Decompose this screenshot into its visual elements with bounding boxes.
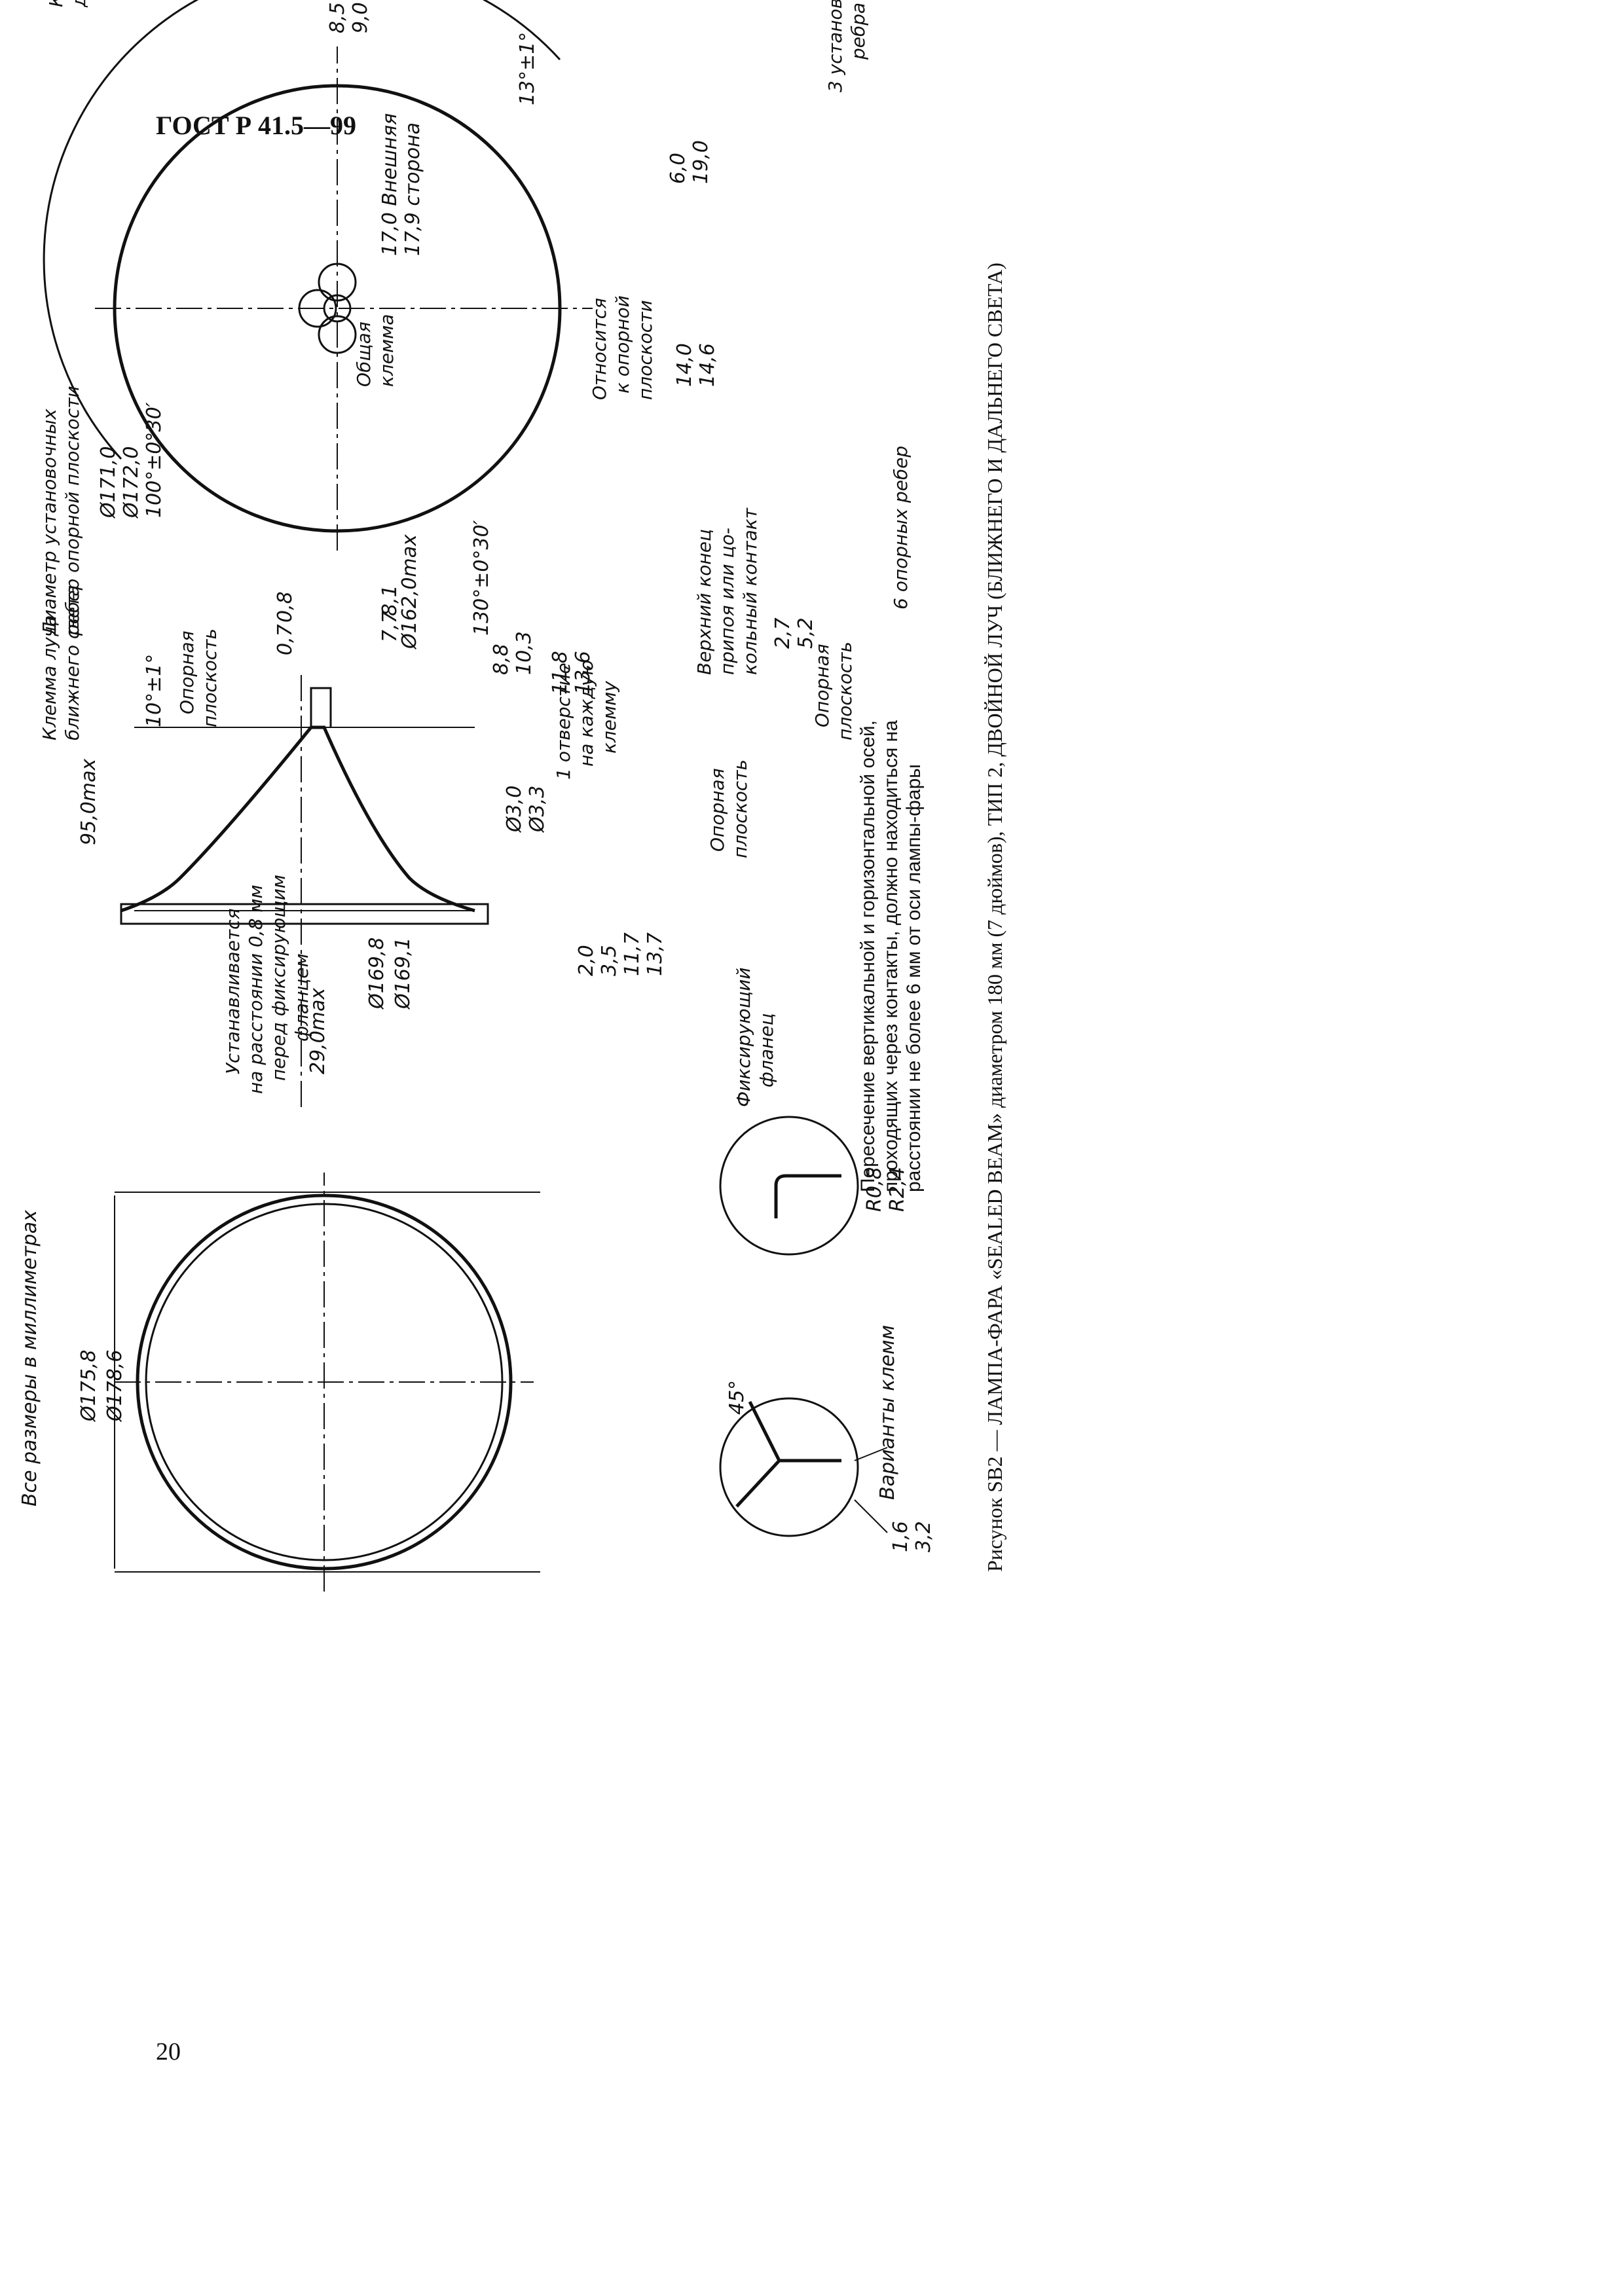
angle-100: 100°±0°30′	[143, 402, 166, 518]
hole-note-1: 1 отверстие	[553, 663, 574, 780]
dim-d3-0: Ø3,0	[503, 786, 526, 833]
angle-45: 45°	[726, 1380, 748, 1415]
install-note-1: Устанавливается	[222, 909, 244, 1074]
ref-plane-rear-1: Опорная	[176, 630, 198, 714]
hole-note-2: на каждую	[576, 660, 597, 767]
dim-0-7: 0,7	[274, 624, 297, 655]
dim-17-0: 17,0 Внешняя	[378, 113, 401, 256]
dim-d169-1: Ø169,1	[392, 938, 415, 1011]
dim-17-9: 17,9 сторона	[401, 122, 424, 256]
dim-d171: Ø171,0	[97, 446, 120, 520]
high-beam-2: дальнего света	[68, 0, 90, 8]
ref-plane-rib-2: плоскость	[834, 642, 856, 740]
note-line-1: Пересечение вертикальной и горизонтально…	[857, 720, 879, 1192]
dim-8-1: 8,1	[378, 585, 401, 616]
angle-13: 13°±1°	[516, 32, 539, 105]
top-end-3: кольный контакт	[739, 507, 761, 675]
dim-95-max: 95,0max	[77, 759, 100, 845]
dim-6-0: 6,0	[667, 153, 690, 184]
dim-r0-8: R0,8	[863, 1167, 886, 1212]
angle-10: 10°±1°	[143, 654, 166, 727]
fix-flange-2: фланец	[756, 1013, 777, 1087]
diam-ribs-1: Диаметр установочных	[39, 409, 60, 637]
low-beam-1: Клемма луча	[39, 615, 60, 740]
dim-d172: Ø172,0	[120, 446, 143, 520]
top-end-1: Верхний конец	[693, 529, 715, 675]
three-ribs-1: 3 установочных	[824, 0, 846, 92]
dim-8-8: 8,8	[490, 644, 513, 675]
dim-d178: Ø178,6	[103, 1350, 126, 1423]
common-terminal-1: Общая	[353, 321, 375, 387]
dim-13-7: 13,7	[644, 932, 667, 976]
rel-note-1: Относится	[589, 298, 610, 400]
dim-2-7: 2,7	[771, 617, 794, 649]
low-beam-2: ближнего света	[62, 585, 83, 740]
top-end-2: припоя или цо-	[716, 528, 738, 675]
document-code: ГОСТ Р 41.5—99	[156, 111, 357, 140]
note-line-3: расстоянии не более 6 мм от оси лампы-фа…	[903, 764, 925, 1192]
side-view: 95,0max 29,0max Ø169,8 Ø169,1 Устанавлив…	[77, 507, 777, 1107]
dim-8-5: 8,5 Внешняя	[326, 0, 349, 33]
dim-14-6: 14,6	[696, 343, 719, 387]
drawing-rotated-group: Ø175,8 Ø178,6 Все размеры в миллиметрах …	[18, 0, 1006, 1592]
fix-flange-1: Фиксирующий	[733, 968, 754, 1108]
dim-1-6: 1,6	[889, 1521, 912, 1552]
dim-3-2: 3,2	[912, 1521, 935, 1552]
three-ribs-2: ребра	[847, 3, 869, 60]
dim-d162: Ø162,0max	[398, 534, 421, 650]
rel-note-2: к опорной	[612, 295, 633, 393]
dim-d3-3: Ø3,3	[526, 786, 549, 833]
ref-plane-side-2: плоскость	[729, 759, 751, 858]
ref-plane-rear-2: плоскость	[199, 629, 221, 727]
ref-plane-side-1: Опорная	[707, 768, 728, 852]
dim-29-max: 29,0max	[306, 988, 329, 1074]
all-dims-label: Все размеры в миллиметрах	[18, 1210, 41, 1506]
terminal-variants-label: Варианты клемм	[876, 1325, 899, 1500]
install-note-3: перед фиксирующим	[268, 875, 289, 1081]
six-ribs: 6 опорных ребер	[890, 446, 912, 610]
dim-19-0: 19,0	[690, 140, 712, 184]
ref-plane-rib-1: Опорная	[811, 644, 833, 727]
terminal-variants: 45° 1,6 3,2 Варианты клемм R0,8 R2,4	[719, 1116, 935, 1552]
high-beam-1: Клемма луча	[45, 0, 67, 7]
dim-d169-8: Ø169,8	[365, 938, 388, 1011]
dim-5-2: 5,2	[794, 617, 817, 649]
rear-view: Ø171,0 Ø172,0 100°±0°30′ 10°±1° Ø162,0ma…	[39, 0, 912, 740]
dim-11-7: 11,7	[621, 932, 644, 976]
note-line-2: проходящих через контакты, должно находи…	[880, 720, 902, 1192]
figure-caption: Рисунок SB2 — ЛАМПА-ФАРА «SEALED BEAM» д…	[983, 263, 1006, 1572]
diam-ribs-2: ребер опорной плоскости	[62, 386, 83, 636]
dim-d175: Ø175,8	[77, 1350, 100, 1423]
dim-7-7: 7,7	[378, 611, 401, 642]
dim-0-8: 0,8	[274, 591, 297, 623]
dim-14-0: 14,0	[673, 343, 696, 387]
install-note-2: на расстоянии 0,8 мм	[245, 884, 267, 1094]
common-terminal-2: клемма	[376, 314, 397, 387]
install-note-4: фланцем	[291, 953, 312, 1042]
dim-3-5: 3,5	[598, 945, 621, 976]
dim-10-3: 10,3	[513, 631, 536, 675]
hole-note-3: клемму	[599, 681, 620, 754]
rel-note-3: плоскости	[635, 300, 656, 400]
dim-9-0: 9,0 сторона	[349, 0, 372, 33]
angle-130: 130°±0°30′	[470, 520, 493, 636]
front-view: Ø175,8 Ø178,6	[77, 1173, 540, 1592]
dim-11-8: 11,8	[549, 651, 572, 695]
dim-13-6: 13,6	[572, 651, 595, 695]
page-number: 20	[156, 2038, 181, 2066]
dim-r2-4: R2,4	[886, 1167, 909, 1212]
dim-2-0: 2,0	[575, 945, 598, 976]
